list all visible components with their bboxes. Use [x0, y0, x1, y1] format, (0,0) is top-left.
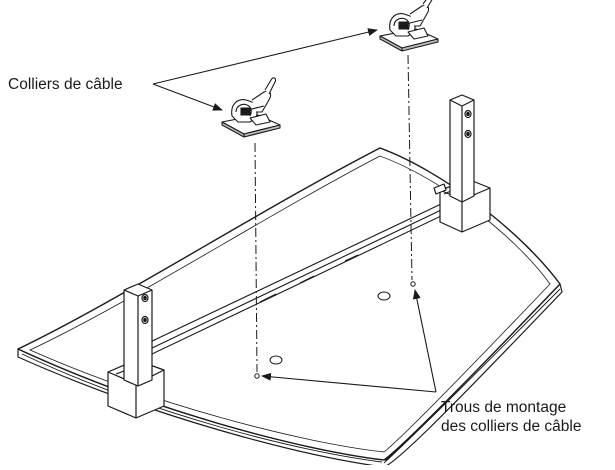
clip-mounting-hole-left	[254, 373, 260, 379]
clip-mounting-hole-right	[410, 281, 416, 287]
cable-clip-right-icon	[379, 0, 439, 52]
left-support-post	[107, 283, 165, 419]
large-hole-right	[377, 291, 391, 301]
arrow-to-hole-right	[412, 289, 437, 393]
alignment-guides	[254, 54, 413, 373]
mounting-holes-label-line1: Trous de montage	[441, 399, 567, 416]
right-support-post	[433, 94, 491, 233]
large-hole-left	[269, 355, 283, 365]
cable-clips-label: Colliers de câble	[8, 76, 123, 93]
arrow-to-clip-right	[152, 28, 378, 85]
mounting-holes-label: Trous de montage des colliers de câble	[441, 398, 581, 436]
cable-clip-left-icon	[221, 77, 281, 138]
base-holes	[254, 281, 416, 379]
guide-line-right	[407, 54, 413, 281]
callout-arrows	[152, 28, 437, 393]
mounting-holes-label-line2: des colliers de câble	[441, 418, 582, 435]
arrow-to-clip-left	[152, 83, 223, 111]
arrow-to-hole-left	[261, 372, 437, 393]
guide-line-left	[254, 142, 258, 373]
